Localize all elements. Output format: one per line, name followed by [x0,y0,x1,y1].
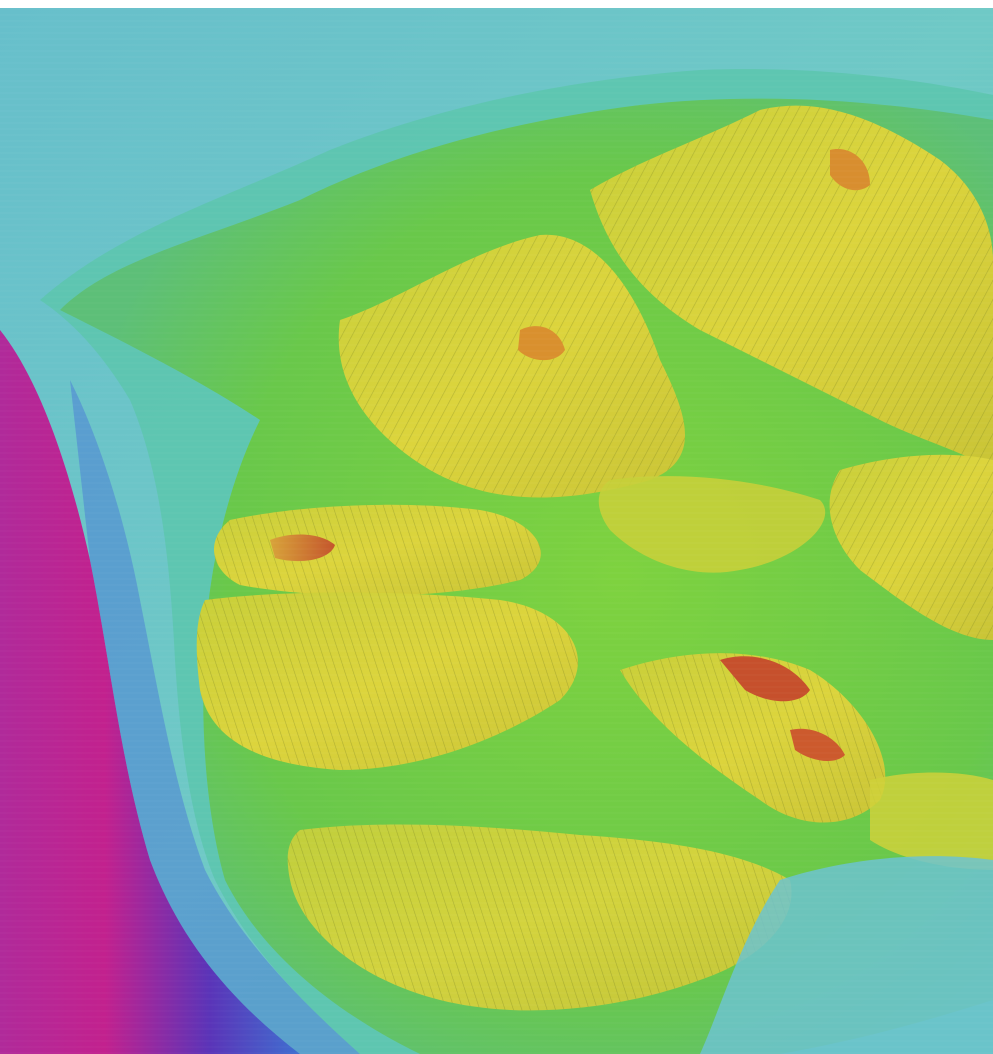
survey-scanlines [0,8,993,1054]
top-margin [0,0,993,8]
